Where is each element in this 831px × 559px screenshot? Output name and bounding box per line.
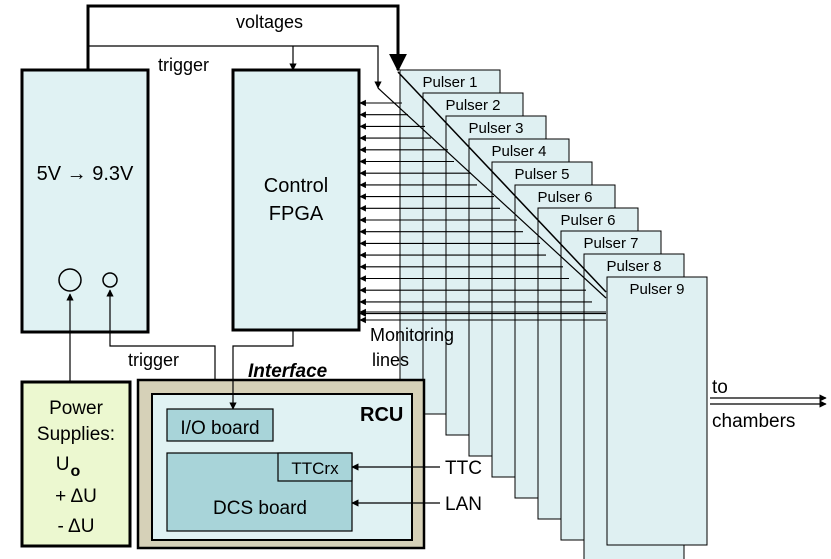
trigger-bottom-label: trigger xyxy=(128,350,179,370)
trigger-distribution-line xyxy=(377,87,607,299)
fpga-pulser-lines xyxy=(359,99,606,324)
output-connector-small xyxy=(102,272,118,288)
lan-label: LAN xyxy=(445,494,482,515)
converter-box xyxy=(20,68,150,334)
trigger-top-line xyxy=(88,45,382,89)
fpga-to-io-line xyxy=(229,330,294,410)
power-supplies-box xyxy=(20,380,132,548)
fpga-label-line1: Control xyxy=(264,175,328,197)
pulser-label: Pulser 9 xyxy=(629,281,684,298)
io-board-box xyxy=(166,408,274,442)
interface-label: Interface xyxy=(248,361,328,382)
fpga-label-line2: FPGA xyxy=(269,203,324,225)
rcu-label: RCU xyxy=(360,404,403,426)
pulser-label: Pulser 5 xyxy=(514,166,569,183)
pulser-label: Pulser 6 xyxy=(537,189,592,206)
voltages-bus xyxy=(86,4,407,72)
uo-subscript: o xyxy=(70,463,80,480)
monitoring-label-line2: lines xyxy=(372,350,409,370)
pulser-label: Pulser 4 xyxy=(491,143,546,160)
power-supplies-line5: - ΔU xyxy=(58,516,95,537)
converter-label: 5V → 9.3V xyxy=(37,163,134,185)
pulser-label: Pulser 6 xyxy=(560,212,615,229)
ttcrx-box xyxy=(277,452,353,482)
uo-main: U xyxy=(56,454,70,475)
pulser-box xyxy=(606,276,708,546)
dcs-board-label: DCS board xyxy=(213,498,307,519)
ttcrx-label: TTCrx xyxy=(291,459,339,478)
trigger-bottom-line xyxy=(106,289,216,400)
pulser-label: Pulser 7 xyxy=(583,235,638,252)
pulser-label: Pulser 1 xyxy=(422,74,477,91)
trigger-top-label: trigger xyxy=(158,55,209,75)
io-board-label: I/O board xyxy=(180,418,259,439)
power-supplies-uo: Uo xyxy=(56,454,81,480)
control-fpga-box xyxy=(231,68,361,332)
pulser-label: Pulser 8 xyxy=(606,258,661,275)
voltages-distribution-line xyxy=(397,71,607,293)
pulser-label: Pulser 2 xyxy=(445,97,500,114)
output-connector-large xyxy=(58,268,82,292)
chambers-label: chambers xyxy=(712,411,795,432)
to-label: to xyxy=(712,377,728,398)
pulser-label: Pulser 3 xyxy=(468,120,523,137)
voltages-label: voltages xyxy=(236,12,303,32)
power-supplies-line2: Supplies: xyxy=(37,424,115,445)
power-supplies-line1: Power xyxy=(49,398,104,419)
pulser-stack: Pulser 1 Pulser 2 Pulser 3 Pulser 4 Pulser 5… xyxy=(399,69,708,559)
ttc-label: TTC xyxy=(445,458,482,479)
pulser-10: Pulser 9 xyxy=(606,276,708,546)
monitoring-label-line1: Monitoring xyxy=(370,325,454,345)
power-supplies-line4: + ΔU xyxy=(55,486,97,507)
